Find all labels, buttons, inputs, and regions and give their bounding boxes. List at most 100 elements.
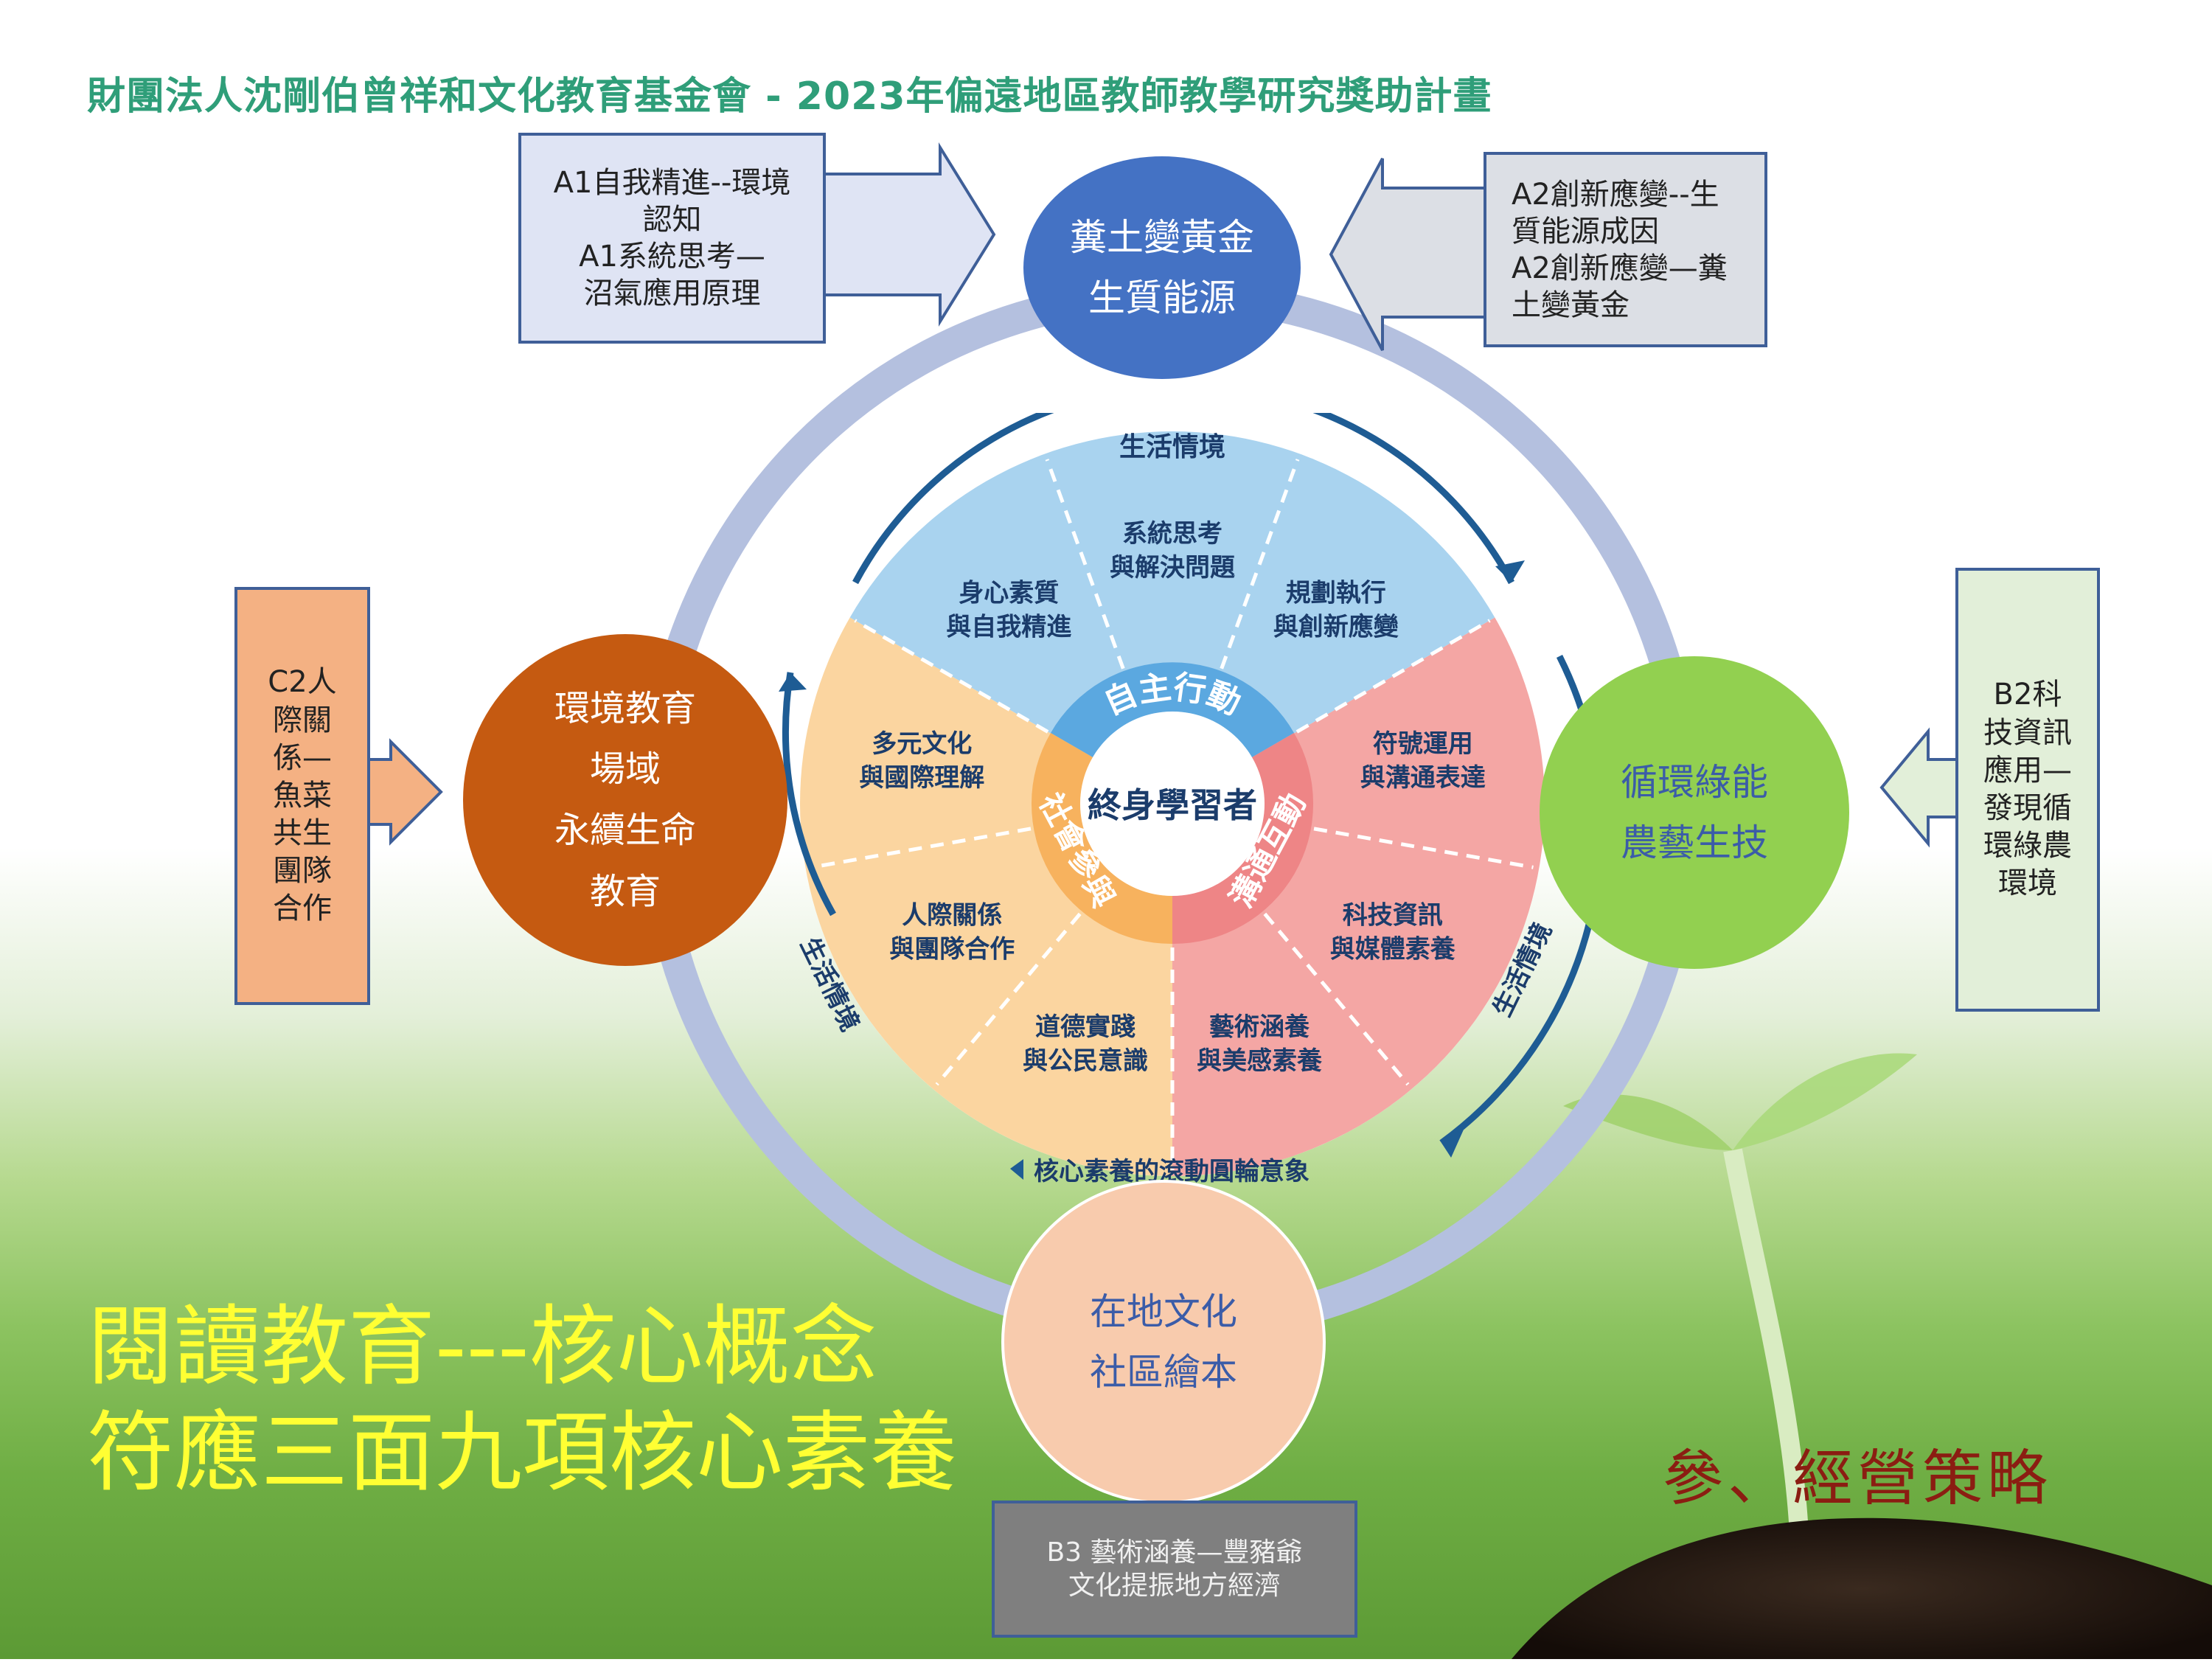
box-b2: B2科 技資訊 應用— 發現循 環綠農 環境 [1955,568,2100,1012]
box-b2-line-5: 環綠農 [1983,829,2072,863]
wheel-item-line: 藝術涵養 [1209,1012,1310,1042]
wheel-item: 多元文化與國際理解 [859,729,984,793]
box-c2-line-5: 共生 [273,816,332,851]
page-title: 財團法人沈剛伯曾祥和文化教育基金會 - 2023年偏遠地區教師教學研究獎助計畫 [87,74,1492,119]
wheel-item-line: 與自我精進 [946,613,1071,642]
wheel-item-line: 與國際理解 [859,763,984,793]
box-b2-line-4: 發現循 [1983,791,2072,825]
wheel-item-line: 規劃執行 [1286,579,1386,608]
sector-divider [811,827,1032,869]
wheel-item-line: 身心素質 [959,579,1059,608]
wheel-item-line: 科技資訊 [1343,901,1443,931]
node-right-line-2: 農藝生技 [1621,821,1768,864]
sector-divider [854,619,1049,734]
sector-autonomy [849,431,1495,804]
box-a2-line-3: A2創新應變—糞 [1512,251,1728,285]
soil [1512,1517,2212,1659]
node-top: 糞土變黃金 生質能源 [1023,156,1301,379]
wheel-item: 規劃執行與創新應變 [1273,579,1399,642]
wheel-center [1080,712,1265,896]
box-a1-line-1: A1自我精進--環境 [553,166,791,200]
sector-divider [1045,459,1125,670]
competency-wheel: 終身學習者 自主行動 溝通互動 社會參與 系統思考與解決問題規劃執行與創新應變符… [779,413,1593,1186]
box-a1: A1自我精進--環境 認知 A1系統思考— 沼氣應用原理 [518,133,826,344]
wheel-item: 道德實踐與公民意識 [1023,1012,1148,1076]
node-left: 環境教育 場域 永續生命 教育 [463,634,787,966]
wheel-item-line: 道德實踐 [1035,1012,1135,1042]
wheel-item: 藝術涵養與美感素養 [1197,1012,1322,1076]
sector-divider [1313,827,1534,869]
box-a2-line-1: A2創新應變--生 [1512,177,1719,212]
box-c2-line-4: 魚菜 [273,778,332,813]
sector-divider [935,912,1082,1086]
box-a1-line-3: A1系統思考— [579,240,765,274]
dim-ring-communication [1172,733,1314,945]
c2-arrow [366,738,443,846]
seedling-stem [1723,1148,1809,1534]
box-c2: C2人 際關 係— 魚菜 共生 團隊 合作 [234,587,370,1005]
rolling-arrowhead-right [1441,1130,1464,1158]
wheel-item-line: 多元文化 [872,729,972,759]
wheel-item-line: 與團隊合作 [889,935,1015,964]
node-top-line-1: 糞土變黃金 [1070,215,1254,259]
b2-arrow [1879,727,1959,848]
node-left-line-1: 環境教育 [554,687,696,729]
box-c2-line-2: 際關 [273,703,332,737]
box-b3: B3 藝術涵養—豐豬爺 文化提振地方經濟 [992,1501,1357,1638]
node-right-line-1: 循環綠能 [1621,760,1768,804]
wheel-item-line: 人際關係 [902,901,1002,931]
box-a1-line-2: 認知 [642,203,702,237]
node-bottom: 在地文化 社區繪本 [1001,1180,1326,1504]
rolling-arrowhead-left [779,672,807,692]
headline-line-2: 符應三面九項核心素養 [87,1401,958,1503]
wheel-item: 符號運用與溝通表達 [1360,729,1486,793]
dim-ring-autonomy [1051,662,1294,757]
rolling-arrow-left [782,672,836,917]
box-b3-line-2: 文化提振地方經濟 [1068,1571,1281,1601]
sector-divider [1263,912,1410,1086]
box-b2-line-3: 應用— [1983,753,2072,787]
wheel-item-line: 與創新應變 [1273,613,1399,642]
box-b2-line-2: 技資訊 [1983,715,2072,750]
node-bottom-line-2: 社區繪本 [1090,1351,1237,1394]
box-a2: A2創新應變--生 質能源成因 A2創新應變—糞 土變黃金 [1484,152,1767,347]
wheel-center-label: 終身學習者 [1088,785,1257,825]
a2-arrow [1329,158,1487,351]
sector-divider [1295,619,1491,734]
node-left-line-4: 教育 [589,870,661,912]
headline-line-1: 閱讀教育---核心概念 [87,1296,877,1397]
node-bottom-line-1: 在地文化 [1090,1290,1237,1333]
box-a2-line-2: 質能源成因 [1512,214,1659,248]
wheel-item: 人際關係與團隊合作 [889,901,1015,964]
section-label: 參、經營策略 [1663,1444,2053,1514]
wheel-item-line: 與解決問題 [1110,553,1235,583]
box-b2-line-6: 環境 [1998,866,2057,901]
box-b3-line-1: B3 藝術涵養—豐豬爺 [1046,1537,1303,1568]
box-a1-line-4: 沼氣應用原理 [583,277,761,310]
wheel-item-line: 與溝通表達 [1360,763,1486,793]
wheel-item: 科技資訊與媒體素養 [1330,901,1455,964]
box-a2-line-4: 土變黃金 [1512,288,1630,322]
wheel-item-line: 與美感素養 [1197,1046,1322,1076]
rolling-arrowhead-top [1495,560,1525,583]
sector-divider [1220,459,1300,670]
caption-arrowhead [1010,1159,1023,1180]
wheel-item-line: 與媒體素養 [1330,935,1455,964]
rolling-arrow-top [852,413,1514,585]
wheel-item-line: 與公民意識 [1023,1046,1148,1076]
box-c2-line-6: 團隊 [273,854,332,889]
wheel-item-line: 符號運用 [1373,729,1473,759]
life-context-label-top: 生活情境 [1119,432,1225,462]
node-left-line-2: 場域 [589,748,661,790]
wheel-item: 身心素質與自我精進 [946,579,1071,642]
dim-ring-social [1031,733,1172,945]
node-right: 循環綠能 農藝生技 [1540,656,1849,969]
wheel-item-line: 系統思考 [1122,519,1222,549]
node-top-line-2: 生質能源 [1088,277,1236,319]
box-c2-line-1: C2人 [268,665,337,700]
wheel-item: 系統思考與解決問題 [1110,519,1235,583]
seedling-leaf-right [1733,1053,1917,1150]
box-b2-line-1: B2科 [1993,678,2062,712]
box-c2-line-7: 合作 [273,891,332,926]
wheel-items: 系統思考與解決問題規劃執行與創新應變符號運用與溝通表達科技資訊與媒體素養藝術涵養… [859,519,1486,1076]
